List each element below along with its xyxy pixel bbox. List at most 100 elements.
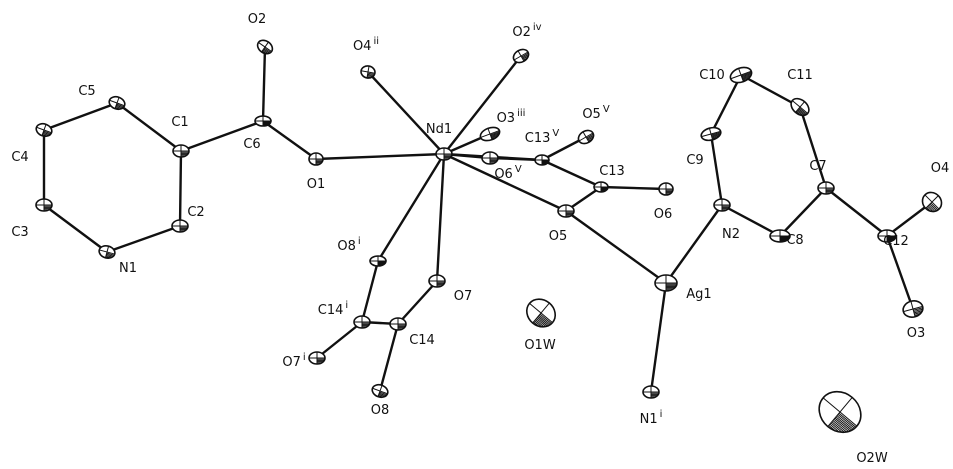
atom-label-o2w: O2W (856, 451, 888, 466)
atom-o5v (577, 129, 595, 145)
bond-nd1-o7 (435, 152, 446, 283)
atom-n1 (98, 245, 116, 259)
atom-o4ii (360, 65, 376, 79)
bond-c7-c12 (824, 186, 889, 238)
atom-o8i (369, 255, 387, 267)
atom-label-o4: O4 (931, 161, 950, 176)
bond-c14-o7 (396, 279, 439, 326)
atom-label-c7: C7 (809, 159, 826, 174)
atom-symmetry-o5v: V (603, 104, 610, 115)
atom-o2w (818, 390, 862, 434)
bond-c13-o6 (599, 185, 668, 191)
atom-c12 (877, 229, 897, 243)
atom-label-c9: C9 (686, 153, 703, 168)
atom-symmetry-c13v: V (552, 128, 559, 139)
bond-c2-c1 (178, 149, 183, 228)
atom-c5 (108, 95, 126, 111)
atom-o3 (902, 300, 924, 318)
atom-c9 (700, 126, 722, 142)
atom-c2 (171, 219, 189, 233)
atom-label-c10: C10 (699, 68, 725, 83)
atom-label-o2: O2 (248, 12, 267, 27)
atom-label-c11: C11 (787, 68, 813, 83)
atom-o1w (525, 298, 557, 328)
atom-label-c8: C8 (786, 233, 803, 248)
atom-o7 (428, 274, 446, 288)
atom-label-o5: O5 (549, 229, 568, 244)
atom-label-n1: N1 (119, 261, 137, 276)
atom-symmetry-o8i: i (358, 236, 361, 247)
atom-label-c3: C3 (11, 225, 28, 240)
atom-o1 (308, 152, 324, 166)
atom-c7 (817, 181, 835, 195)
atom-label-c1: C1 (171, 115, 188, 130)
bond-c14-o8 (378, 322, 400, 393)
atom-label-o1: O1 (307, 177, 326, 192)
atom-label-o3: O3 (907, 326, 926, 341)
atom-o2iv (512, 48, 530, 64)
atom-c4 (35, 122, 53, 138)
atom-label-o1w: O1W (524, 338, 556, 353)
bond-c13v-c13 (540, 158, 603, 189)
bond-c6-o1 (261, 119, 318, 161)
bond-nd1-o8i (376, 152, 446, 263)
bond-o5-ag1 (564, 209, 668, 285)
bond-c12-o3 (885, 234, 915, 311)
atom-symmetry-o4ii: ii (373, 36, 379, 47)
bond-c11-c7 (798, 105, 828, 190)
bond-c8-n2 (720, 203, 782, 238)
atom-label-c6: C6 (243, 137, 260, 152)
atom-symmetry-c14i: i (345, 300, 348, 311)
atom-label-o6: O6 (654, 207, 673, 222)
bond-c14i-o7i (315, 320, 364, 360)
atom-c13v (534, 154, 550, 166)
atom-c8 (769, 229, 791, 243)
atom-label-c2: C2 (187, 205, 204, 220)
atom-c6 (254, 115, 272, 127)
atom-c11 (790, 97, 810, 117)
bond-n2-c9 (709, 132, 724, 207)
atom-symmetry-o6v: V (515, 164, 522, 175)
atom-o8 (371, 383, 389, 399)
bond-nd1-o4ii (366, 70, 446, 156)
atom-label-o8: O8 (371, 403, 390, 418)
bond-ag1-n1i (649, 281, 668, 394)
atom-label-o7: O7 (454, 289, 473, 304)
atom-symmetry-n1i: i (660, 409, 663, 420)
bond-c1-c6 (179, 119, 265, 153)
atom-label-nd1: Nd1 (426, 122, 452, 137)
atom-label-n2: N2 (722, 227, 740, 242)
atom-symmetry-o3iii: iii (517, 108, 525, 119)
bond-c7-c8 (778, 186, 828, 238)
atom-c14 (389, 317, 407, 331)
atom-symmetry-o2iv: iv (533, 22, 542, 33)
atom-o6v (481, 151, 499, 165)
atom-o3iii (479, 126, 501, 142)
atom-o4 (921, 191, 943, 213)
bond-ag1-n2 (664, 203, 724, 285)
atom-ag1 (654, 274, 678, 292)
atom-o2 (256, 39, 274, 55)
atom-label-ag1: Ag1 (686, 287, 711, 302)
bond-c3-n1 (42, 203, 109, 254)
bond-c5-c4 (42, 101, 119, 132)
bond-n1-c2 (105, 224, 182, 254)
atom-label-c14: C14 (409, 333, 435, 348)
bond-c9-c10 (709, 73, 743, 136)
atom-label-c13: C13 (599, 164, 625, 179)
atom-c1 (172, 144, 190, 158)
atom-o6 (658, 182, 674, 196)
atom-c14i (353, 315, 371, 329)
atom-n2 (713, 198, 731, 212)
bond-nd1-o2iv (442, 54, 523, 156)
